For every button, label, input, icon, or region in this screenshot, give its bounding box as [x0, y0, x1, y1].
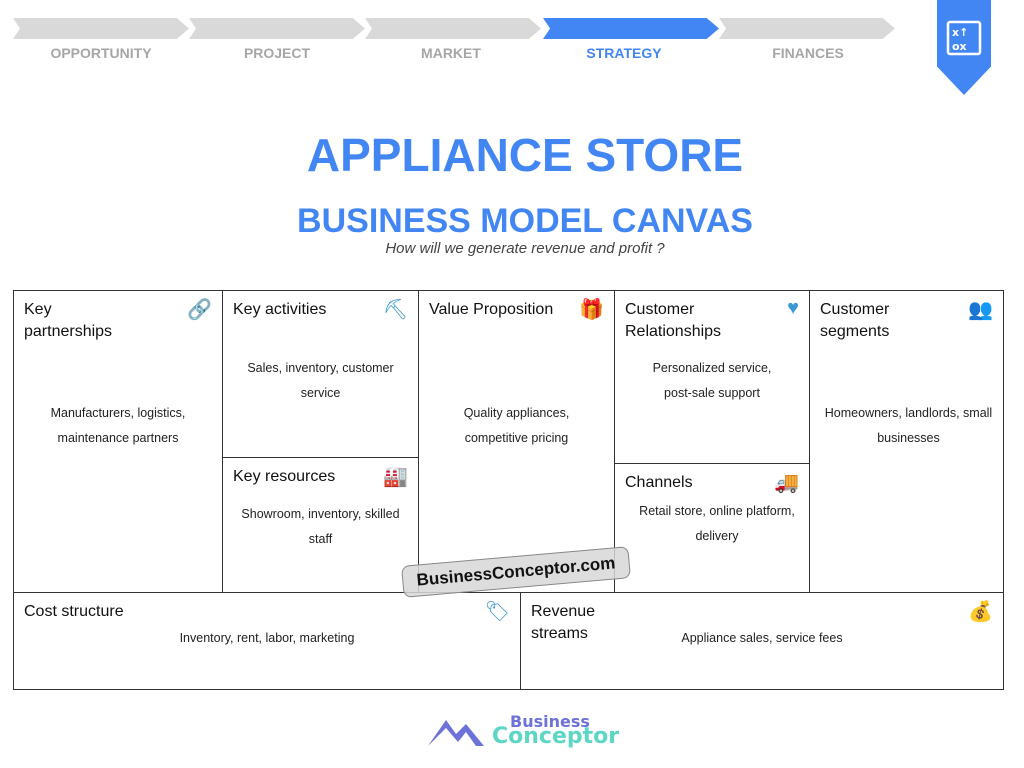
truck-icon: 🚚	[774, 472, 799, 494]
block-cost-structure[interactable]: Cost structure 🏷 Inventory, rent, labor,…	[13, 592, 521, 690]
block-body: Quality appliances, competitive pricing	[463, 406, 570, 445]
block-title: Customer segments	[820, 301, 890, 340]
block-customer-relationships[interactable]: Customer Relationships ♥ Personalized se…	[614, 290, 810, 464]
block-revenue-streams[interactable]: Revenue streams 💰 Appliance sales, servi…	[520, 592, 1004, 690]
block-title: Key partnerships	[24, 301, 113, 340]
block-body: Personalized service, post-sale support	[652, 361, 772, 400]
users-icon: 👥	[968, 299, 993, 321]
block-key-resources[interactable]: Key resources 🏭 Showroom, inventory, ski…	[222, 457, 419, 593]
block-body: Sales, inventory, customer service	[247, 361, 394, 400]
step-label: PROJECT	[243, 45, 311, 61]
block-title: Customer Relationships	[625, 301, 722, 340]
page-question: How will we generate revenue and profit …	[385, 240, 665, 257]
block-title: Channels	[625, 474, 693, 491]
block-body: Showroom, inventory, skilled staff	[241, 507, 400, 546]
svg-text:ox: ox	[952, 40, 967, 53]
page-title: APPLIANCE STORE	[306, 129, 744, 181]
tag-icon: 🏷	[484, 601, 510, 623]
heart-icon: ♥	[787, 297, 799, 319]
link-icon: 🔗	[187, 299, 212, 321]
block-channels[interactable]: Channels 🚚 Retail store, online platform…	[614, 463, 810, 593]
mountain-icon	[428, 720, 484, 746]
factory-icon: 🏭	[383, 466, 408, 488]
block-title: Revenue streams	[531, 603, 596, 642]
page-subtitle: BUSINESS MODEL CANVAS	[297, 202, 753, 240]
step-label: FINANCES	[772, 45, 844, 61]
block-title: Cost structure	[24, 603, 124, 620]
block-body: Retail store, online platform, delivery	[639, 504, 795, 543]
svg-text:x↑: x↑	[952, 26, 968, 39]
block-title: Key resources	[233, 468, 336, 485]
shovel-icon: ⛏	[382, 299, 408, 321]
logo-line1: Business	[510, 712, 590, 731]
logo: Business Conceptor	[426, 710, 619, 750]
block-title: Value Proposition	[429, 301, 554, 318]
gift-icon: 🎁	[579, 299, 604, 321]
block-key-activities[interactable]: Key activities ⛏ Sales, inventory, custo…	[222, 290, 419, 458]
block-body: Manufacturers, logistics, maintenance pa…	[50, 406, 186, 445]
block-body: Inventory, rent, labor, marketing	[179, 631, 355, 645]
strategy-badge: x↑ox	[937, 0, 991, 95]
step-label: STRATEGY	[586, 45, 662, 61]
block-key-partnerships[interactable]: Key partnerships 🔗 Manufacturers, logist…	[13, 290, 223, 593]
step-label: OPPORTUNITY	[50, 45, 152, 61]
block-title: Key activities	[233, 301, 327, 318]
strategy-board-icon: x↑ox	[946, 20, 982, 56]
step-label: MARKET	[421, 45, 481, 61]
money-bag-icon: 💰	[968, 601, 993, 623]
block-value-proposition[interactable]: Value Proposition 🎁 Quality appliances, …	[418, 290, 615, 593]
block-body: Appliance sales, service fees	[681, 631, 843, 645]
block-customer-segments[interactable]: Customer segments 👥 Homeowners, landlord…	[809, 290, 1004, 593]
block-body: Homeowners, landlords, small businesses	[824, 406, 993, 445]
logo-line2: Conceptor	[492, 724, 620, 749]
